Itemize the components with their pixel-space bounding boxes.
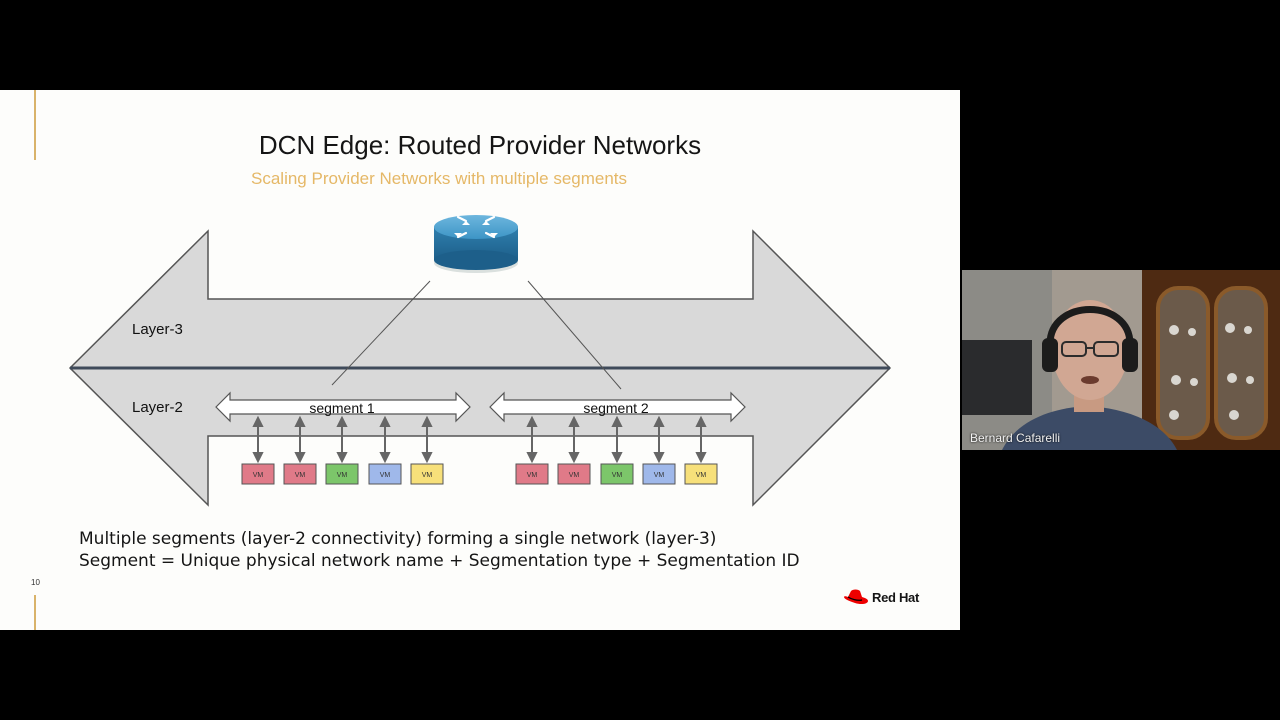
slide-subtitle: Scaling Provider Networks with multiple … [251, 169, 628, 188]
vm-links [252, 415, 433, 464]
vm-box: VM [515, 463, 549, 485]
network-diagram: Layer-3 Layer-2 [68, 215, 892, 507]
vm-box: VM [600, 463, 634, 485]
vm-label: VM [654, 472, 665, 479]
vm-label: VM [527, 472, 538, 479]
webcam-tile[interactable]: Bernard Cafarelli [962, 270, 1280, 450]
router-icon [434, 215, 518, 273]
vm-box: VM [684, 463, 718, 485]
segment-2: segment 2 VM VM VM VM [489, 391, 746, 485]
red-hat-logo: Red Hat [843, 587, 919, 607]
footer-line-1: Multiple segments (layer-2 connectivity)… [79, 529, 717, 549]
brand-name: Red Hat [872, 589, 920, 605]
slide-accent-line-top [34, 90, 36, 160]
vm-box: VM [325, 463, 359, 485]
vm-links [526, 415, 707, 464]
vm-box: VM [410, 463, 444, 485]
vm-label: VM [380, 472, 391, 479]
vm-label: VM [337, 472, 348, 479]
footer-line-2: Segment = Unique physical network name +… [79, 551, 800, 571]
vm-label: VM [612, 472, 623, 479]
vm-label: VM [422, 472, 433, 479]
layer3-label: Layer-3 [132, 321, 183, 338]
vm-box: VM [368, 463, 402, 485]
vm-label: VM [295, 472, 306, 479]
vm-label: VM [696, 472, 707, 479]
segment-bus-arrow [215, 391, 471, 423]
vm-label: VM [253, 472, 264, 479]
router-link-segment-2 [527, 280, 622, 390]
presentation-slide: DCN Edge: Routed Provider Networks Scali… [0, 90, 960, 630]
page-number: 10 [31, 578, 40, 587]
vm-box: VM [557, 463, 591, 485]
vm-label: VM [569, 472, 580, 479]
vm-box: VM [283, 463, 317, 485]
vm-box: VM [642, 463, 676, 485]
router-link-segment-1 [331, 280, 431, 386]
slide-accent-line-bottom [34, 595, 36, 630]
participant-name: Bernard Cafarelli [970, 431, 1061, 445]
slide-title: DCN Edge: Routed Provider Networks [258, 130, 702, 160]
segment-1: segment 1 VM VM VM VM [215, 391, 471, 485]
segment-label: segment 2 [583, 400, 649, 416]
red-hat-icon [844, 589, 868, 605]
segment-label: segment 1 [309, 400, 375, 416]
layer2-label: Layer-2 [132, 399, 183, 416]
vm-box: VM [241, 463, 275, 485]
segment-bus-arrow [489, 391, 746, 423]
webcam-video [962, 270, 1280, 450]
